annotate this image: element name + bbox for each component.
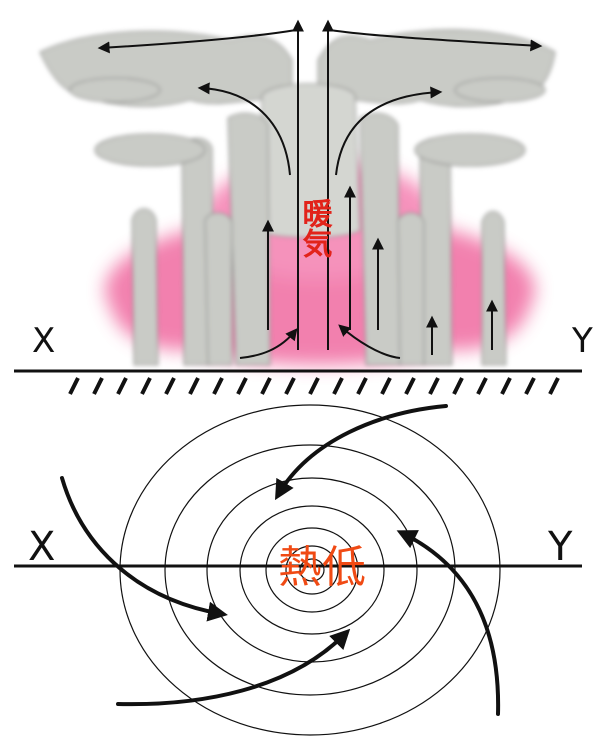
hatch-mark	[526, 378, 534, 394]
hatch-mark	[406, 378, 414, 394]
spiral-arrow-top-right	[278, 406, 446, 495]
hatch-mark	[94, 378, 102, 394]
bottom-x-label: X	[28, 524, 55, 570]
hatch-mark	[70, 378, 78, 394]
top-x-label: X	[32, 321, 55, 361]
hatch-mark	[214, 378, 222, 394]
hatch-mark	[478, 378, 486, 394]
hatch-mark	[286, 378, 294, 394]
spiral-arrow-bottom-left	[118, 633, 346, 704]
hatch-mark	[358, 378, 366, 394]
hatch-mark	[166, 378, 174, 394]
hatch-mark	[454, 378, 462, 394]
hatch-mark	[550, 378, 558, 394]
hatch-mark	[334, 378, 342, 394]
ground-hatching	[70, 378, 558, 394]
hatch-mark	[118, 378, 126, 394]
warm-air-label: 暖気	[297, 198, 333, 259]
spiral-arrow-left	[62, 478, 222, 614]
hatch-mark	[502, 378, 510, 394]
hatch-mark	[310, 378, 318, 394]
hatch-mark	[382, 378, 390, 394]
hatch-mark	[430, 378, 438, 394]
hatch-mark	[262, 378, 270, 394]
hatch-mark	[238, 378, 246, 394]
hatch-mark	[190, 378, 198, 394]
hatch-mark	[142, 378, 150, 394]
bottom-y-label: Y	[547, 524, 573, 570]
top-y-label: Y	[571, 321, 593, 361]
heat-low-label: 熱低	[278, 542, 366, 593]
